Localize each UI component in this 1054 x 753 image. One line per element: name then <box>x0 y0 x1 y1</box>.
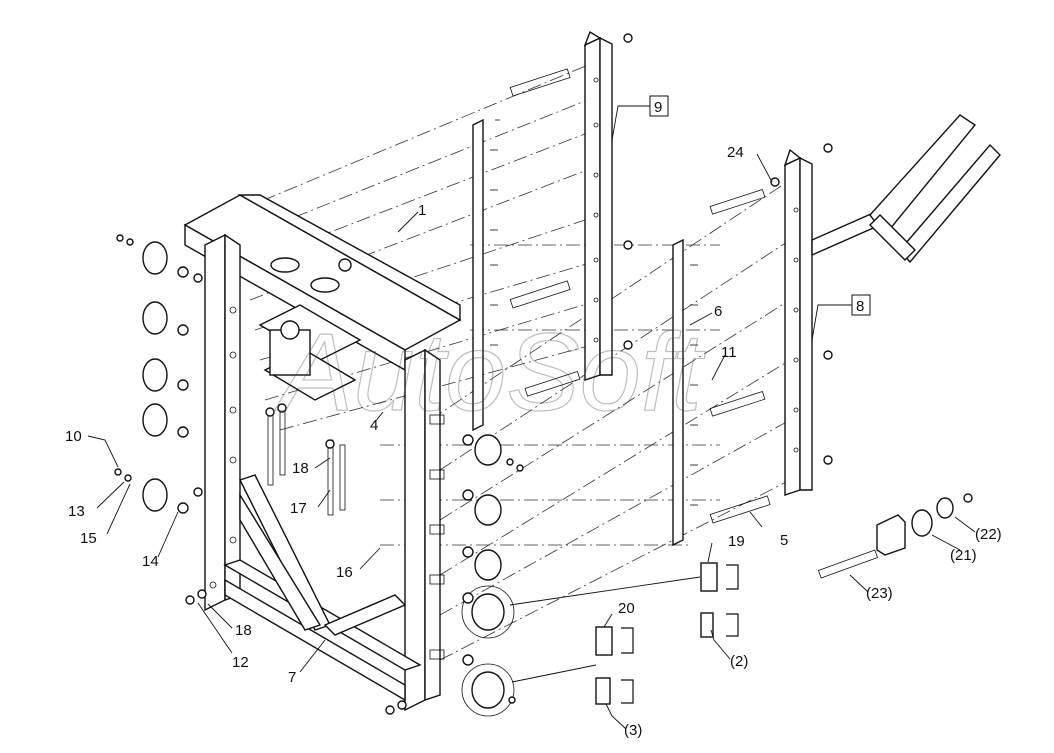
callout-14: 14 <box>142 553 159 570</box>
callout-10: 10 <box>65 428 82 445</box>
callout-19: 19 <box>728 533 745 550</box>
spacer-sets <box>509 562 739 705</box>
callout-12: 12 <box>232 654 249 671</box>
callout-16: 16 <box>336 564 353 581</box>
callout-18-lower: 18 <box>235 622 252 639</box>
upright-9 <box>509 30 633 397</box>
callout-9: 9 <box>654 99 662 116</box>
callout-3-paren: (3) <box>624 722 642 739</box>
watermark-text: AutoSoft <box>274 311 706 434</box>
callout-22-paren: (22) <box>975 526 1002 543</box>
callout-23-paren: (23) <box>866 585 893 602</box>
callout-13: 13 <box>68 503 85 520</box>
callout-box-9 <box>649 95 669 117</box>
callout-labels: 1 4 5 6 7 8 9 10 11 12 13 14 15 16 17 18… <box>65 99 1002 739</box>
callout-8: 8 <box>856 298 864 315</box>
main-frame <box>183 194 462 712</box>
callout-2-paren: (2) <box>730 653 748 670</box>
long-bolts <box>265 403 346 516</box>
callout-5: 5 <box>780 532 788 549</box>
upright-8 <box>709 114 1001 524</box>
callout-11: 11 <box>721 344 737 361</box>
strip-11 <box>472 118 500 432</box>
callout-7: 7 <box>288 669 296 686</box>
callout-17: 17 <box>290 500 307 517</box>
frame-rollers <box>461 434 524 717</box>
callout-1: 1 <box>418 202 426 219</box>
callout-4: 4 <box>370 417 378 434</box>
callout-15: 15 <box>80 530 97 547</box>
strip-6 <box>672 238 698 547</box>
callout-18-upper: 18 <box>292 460 309 477</box>
callout-box-8 <box>851 294 871 316</box>
callout-21-paren: (21) <box>950 547 977 564</box>
callout-24: 24 <box>727 144 744 161</box>
alignment-lines <box>239 59 791 661</box>
callout-6: 6 <box>714 303 722 320</box>
left-rollers <box>114 234 407 715</box>
callout-20: 20 <box>618 600 635 617</box>
bracket-assembly <box>817 493 973 579</box>
leader-lines <box>87 105 976 730</box>
